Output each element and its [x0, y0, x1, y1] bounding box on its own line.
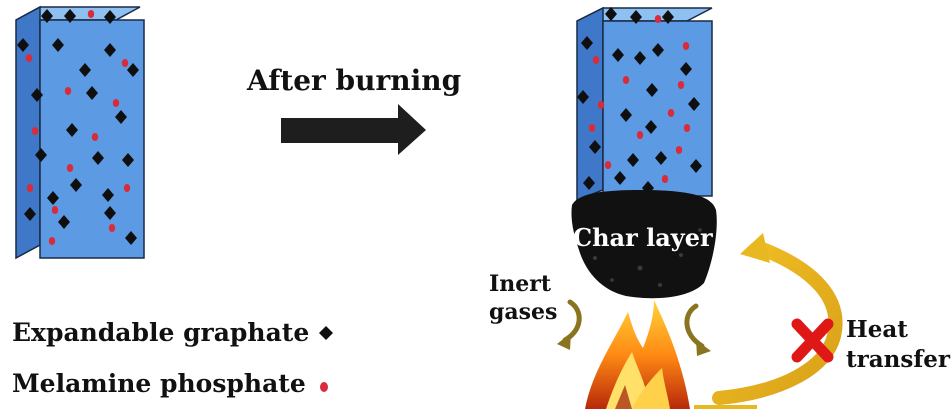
graphite-particle — [634, 51, 646, 65]
graphite-particle — [104, 10, 116, 24]
legend-diamond-icon — [319, 326, 333, 340]
graphite-particle — [122, 153, 134, 167]
expandable-graphite-particles — [577, 7, 702, 195]
graphite-particle — [645, 120, 657, 134]
graphite-particle — [17, 38, 29, 52]
melamine-particle — [26, 184, 34, 192]
melamine-particle — [66, 164, 74, 172]
melamine-particle — [604, 161, 612, 169]
graphite-particle — [652, 43, 664, 57]
heat-transfer-arrow — [694, 233, 843, 409]
melamine-particle — [622, 76, 630, 84]
block-before — [15, 5, 145, 260]
legend-dot-icon — [320, 382, 328, 392]
melamine-particle — [654, 15, 662, 23]
melamine-particle — [91, 133, 99, 141]
graphite-particle — [70, 178, 82, 192]
graphite-particle — [589, 140, 601, 154]
graphite-particle — [581, 36, 593, 50]
graphite-particle — [655, 151, 667, 165]
graphite-particle — [680, 62, 692, 76]
melamine-particle — [48, 237, 56, 245]
char-layer — [571, 190, 717, 299]
melamine-particle — [64, 87, 72, 95]
melamine-particle — [51, 206, 59, 214]
heat-transfer-label-line2: transfer — [846, 346, 950, 373]
inert-gas-arrowheads — [557, 333, 711, 356]
blocked-cross-icon — [791, 318, 834, 363]
graphite-particle — [104, 43, 116, 57]
graphite-particle — [620, 108, 632, 122]
melamine-particle — [108, 224, 116, 232]
char-texture — [593, 228, 702, 287]
melamine-particle — [682, 42, 690, 50]
melamine-phosphate-particles — [588, 15, 691, 183]
graphite-particle — [627, 153, 639, 167]
inert-gases-label-line2: gases — [489, 299, 558, 325]
melamine-particle — [123, 184, 131, 192]
melamine-particle — [661, 175, 669, 183]
flame-icon — [585, 300, 690, 409]
melamine-particle — [25, 54, 33, 62]
graphite-particle — [583, 176, 595, 190]
graphite-particle — [577, 90, 589, 104]
inert-gases-label-line1: Inert — [489, 271, 552, 297]
graphite-particle — [24, 207, 36, 221]
graphite-particle — [125, 231, 137, 245]
melamine-particle — [675, 146, 683, 154]
graphite-particle — [614, 171, 626, 185]
after-burning-arrow — [281, 104, 426, 155]
melamine-particle — [592, 56, 600, 64]
legend-expandable-graphate: Expandable graphate — [12, 318, 310, 347]
char-layer-label: Char layer — [573, 223, 713, 252]
melamine-particle — [597, 101, 605, 109]
block-after — [576, 6, 713, 202]
melamine-particle — [31, 127, 39, 135]
after-burning-label: After burning — [247, 64, 462, 97]
block-before-front — [39, 19, 145, 259]
melamine-particle — [87, 10, 95, 18]
graphite-particle — [66, 123, 78, 137]
graphite-particle — [102, 188, 114, 202]
graphite-particle — [688, 97, 700, 111]
graphite-particle — [605, 7, 617, 21]
graphite-particle — [104, 206, 116, 220]
graphite-particle — [92, 151, 104, 165]
graphite-particle — [630, 10, 642, 24]
melamine-particle — [112, 99, 120, 107]
graphite-particle — [690, 159, 702, 173]
melamine-particle — [683, 124, 691, 132]
graphite-particle — [52, 38, 64, 52]
legend-melamine-phosphate: Melamine phosphate — [12, 369, 306, 398]
graphite-particle — [115, 110, 127, 124]
graphite-particle — [127, 63, 139, 77]
graphite-particle — [662, 10, 674, 24]
melamine-particle — [121, 59, 129, 67]
melamine-particle — [677, 81, 685, 89]
expandable-graphite-particles — [17, 9, 139, 245]
graphite-particle — [86, 86, 98, 100]
graphite-particle — [612, 48, 624, 62]
graphite-particle — [64, 9, 76, 23]
graphite-particle — [41, 9, 53, 23]
melamine-particle — [667, 109, 675, 117]
graphite-particle — [47, 191, 59, 205]
graphite-particle — [35, 148, 47, 162]
graphite-particle — [79, 63, 91, 77]
melamine-particle — [588, 124, 596, 132]
melamine-particle — [636, 131, 644, 139]
melamine-phosphate-particles — [25, 10, 131, 245]
graphite-particle — [646, 83, 658, 97]
graphite-particle — [58, 215, 70, 229]
graphite-particle — [31, 88, 43, 102]
heat-transfer-label-line1: Heat — [846, 316, 908, 343]
